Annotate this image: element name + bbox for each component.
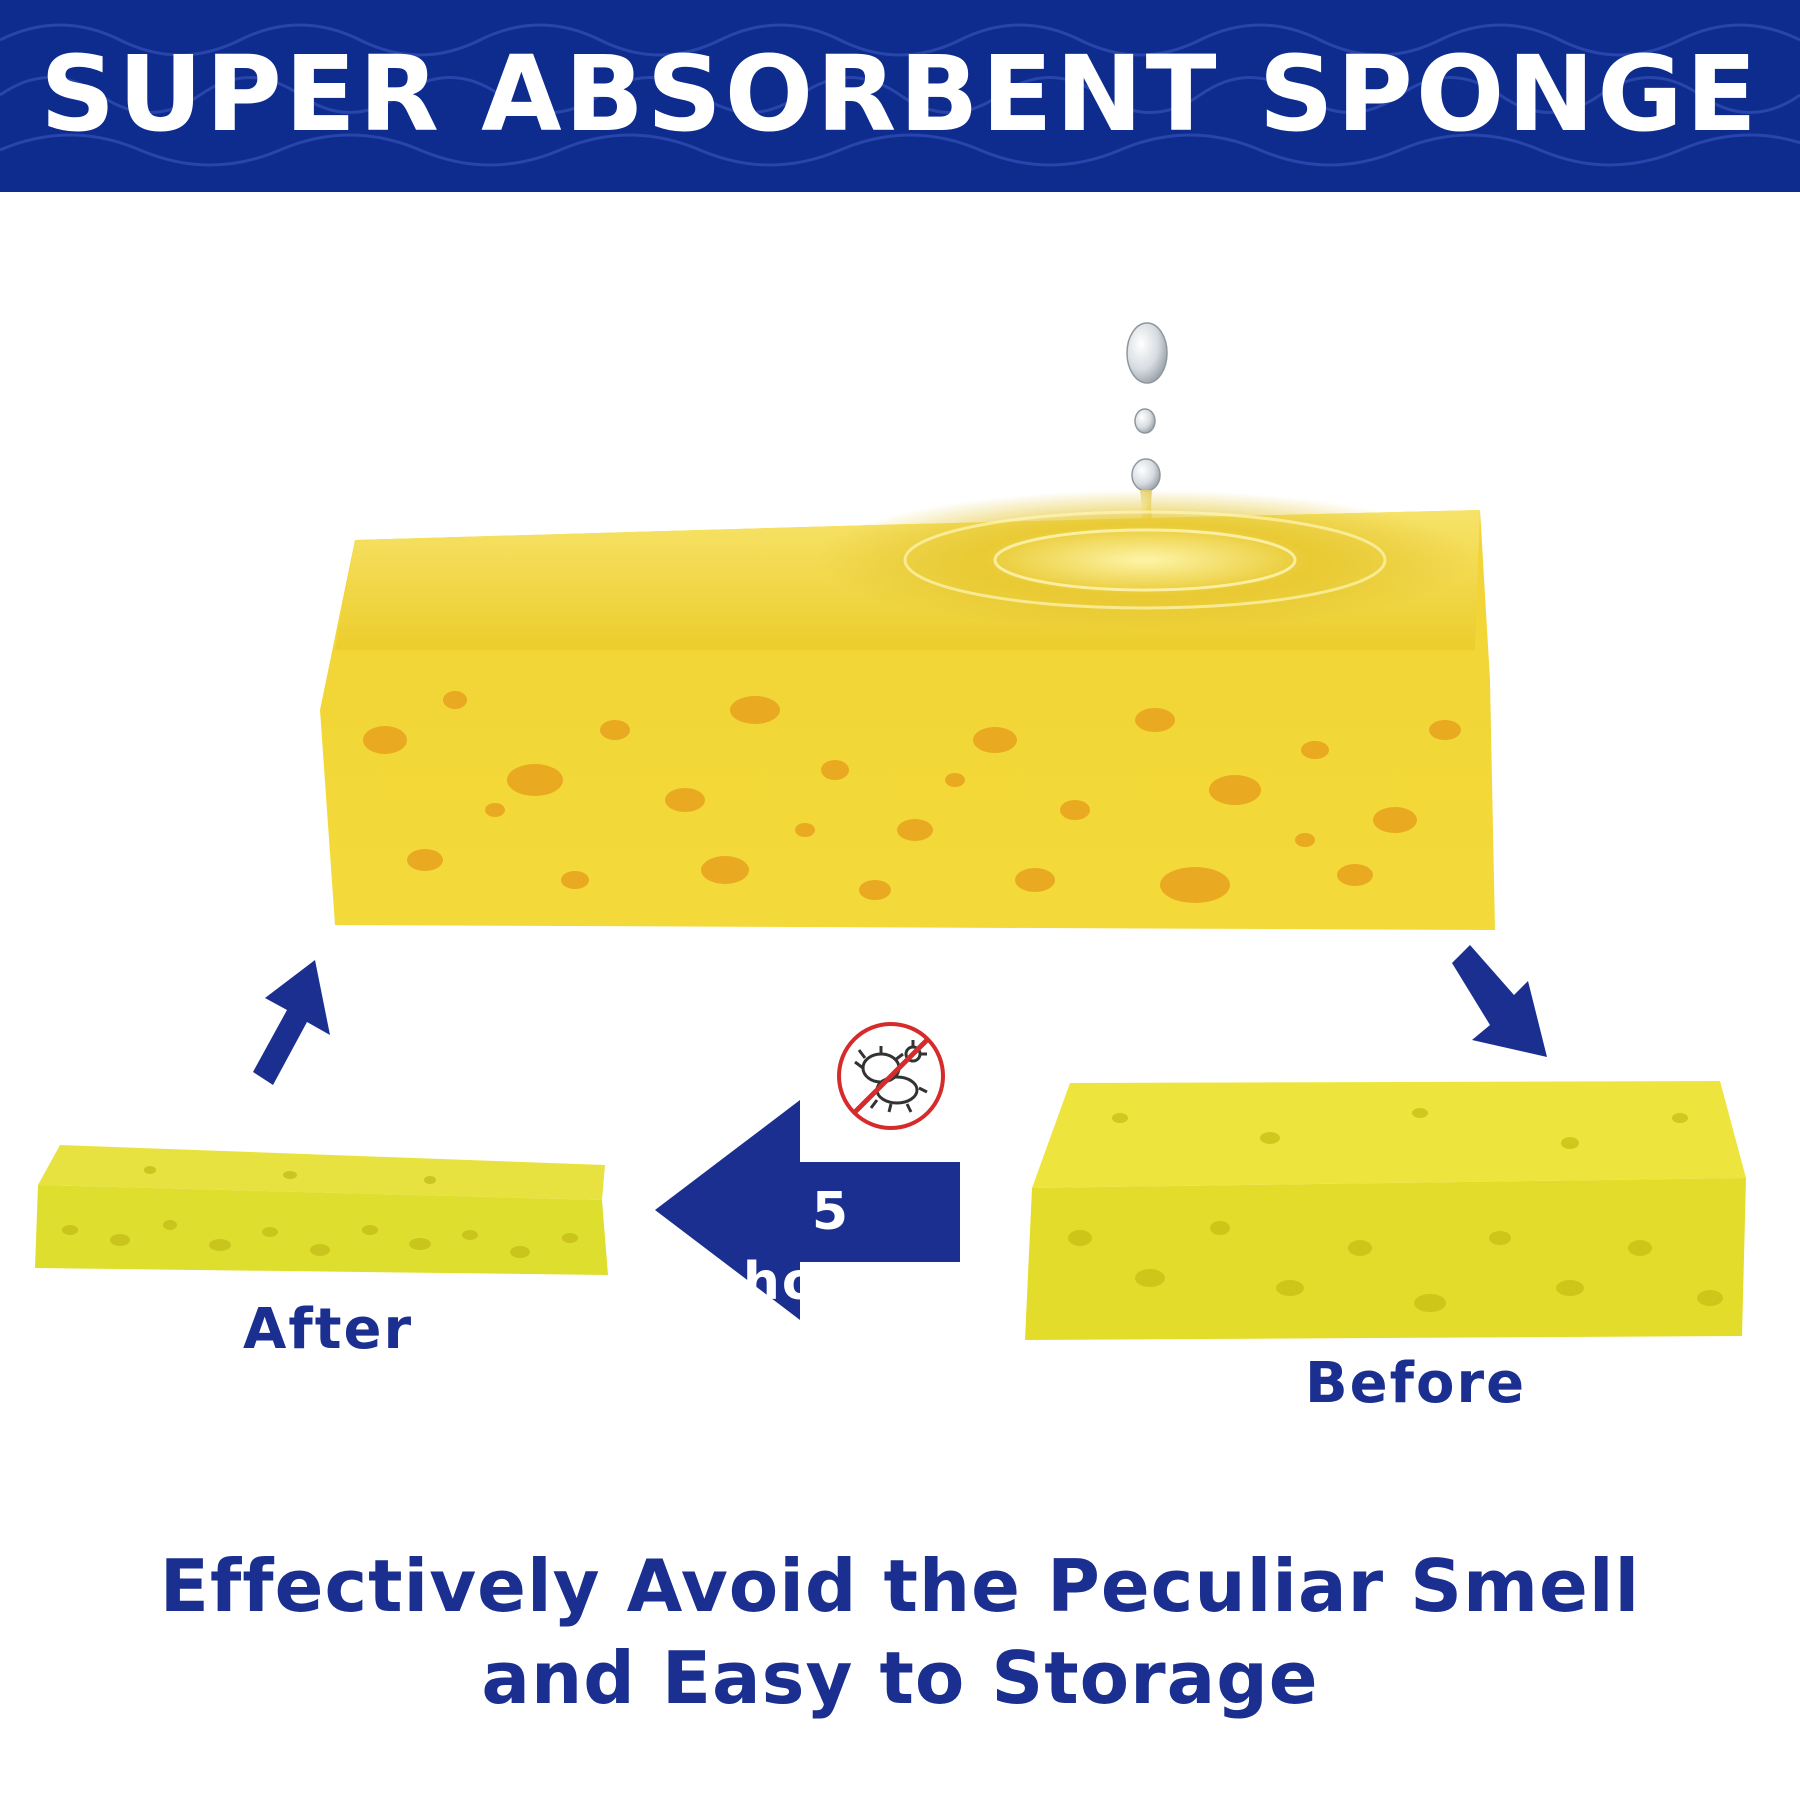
header-banner: SUPER ABSORBENT SPONGE [0, 0, 1800, 192]
after-label: After [243, 1297, 414, 1362]
arrow-down-right-icon [1452, 945, 1547, 1057]
tagline-line-1: Effectively Avoid the Peculiar Smell [159, 1544, 1641, 1628]
tagline: Effectively Avoid the Peculiar Smell and… [0, 1540, 1800, 1724]
before-sponge-image [1025, 1081, 1746, 1340]
no-bacteria-icon [837, 1022, 945, 1130]
before-label: Before [1305, 1351, 1527, 1416]
page-title: SUPER ABSORBENT SPONGE [40, 33, 1760, 155]
main-sponge-image [320, 490, 1495, 930]
tagline-line-2: and Easy to Storage [481, 1636, 1319, 1720]
duration-label: 5 hours [742, 1182, 920, 1312]
arrow-up-right-icon [253, 960, 330, 1085]
arrow-left-icon [655, 1100, 960, 1320]
after-sponge-image [35, 1145, 608, 1275]
wave-pattern [0, 23, 1800, 167]
